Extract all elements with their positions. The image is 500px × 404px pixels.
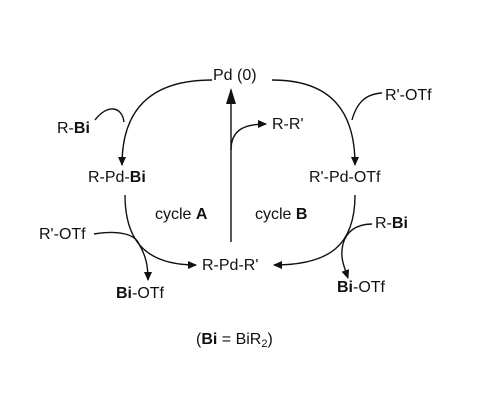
arrow-pd0-to-rpdbi bbox=[118, 79, 213, 166]
rpdotf-intermediate-label: R'-Pd-OTf bbox=[309, 169, 381, 186]
rotf-reagent-a-label: R'-OTf bbox=[39, 226, 86, 243]
biotf-byproduct-a-label: Bi-OTf bbox=[116, 285, 164, 302]
rpdr-intermediate-label: R-Pd-R' bbox=[202, 257, 259, 274]
biotf-byproduct-b-label: Bi-OTf bbox=[337, 279, 385, 296]
cycle-a-label: cycle A bbox=[155, 206, 208, 223]
rpdbi-intermediate-label: R-Pd-Bi bbox=[88, 169, 146, 186]
arrow-rpdotf-to-rpdr bbox=[273, 194, 356, 269]
bi-definition-footnote: (Bi = BiR2) bbox=[196, 331, 273, 350]
arrow-rotf-entry-b bbox=[351, 92, 383, 121]
arrowhead-pd0 bbox=[226, 88, 236, 104]
arrow-rr-release bbox=[230, 120, 267, 151]
arrow-biotf-exit-b bbox=[341, 243, 350, 279]
arrow-biotf-exit-a bbox=[138, 243, 152, 281]
rr-product-label: R-R' bbox=[272, 116, 304, 133]
arrow-rbi-entry-a bbox=[94, 108, 125, 123]
pd0-label: Pd (0) bbox=[213, 67, 257, 84]
cycle-b-label: cycle B bbox=[255, 206, 308, 223]
arrow-rbi-entry-b bbox=[342, 223, 373, 245]
rbi-reagent-b-label: R-Bi bbox=[375, 215, 408, 232]
arrow-rpdbi-to-rpdr bbox=[124, 194, 197, 269]
rotf-reagent-b-label: R'-OTf bbox=[385, 87, 432, 104]
arrow-rotf-entry-a bbox=[93, 231, 140, 245]
arrow-pd0-to-rpdotf bbox=[271, 79, 359, 166]
rbi-reagent-a-label: R-Bi bbox=[57, 120, 90, 137]
